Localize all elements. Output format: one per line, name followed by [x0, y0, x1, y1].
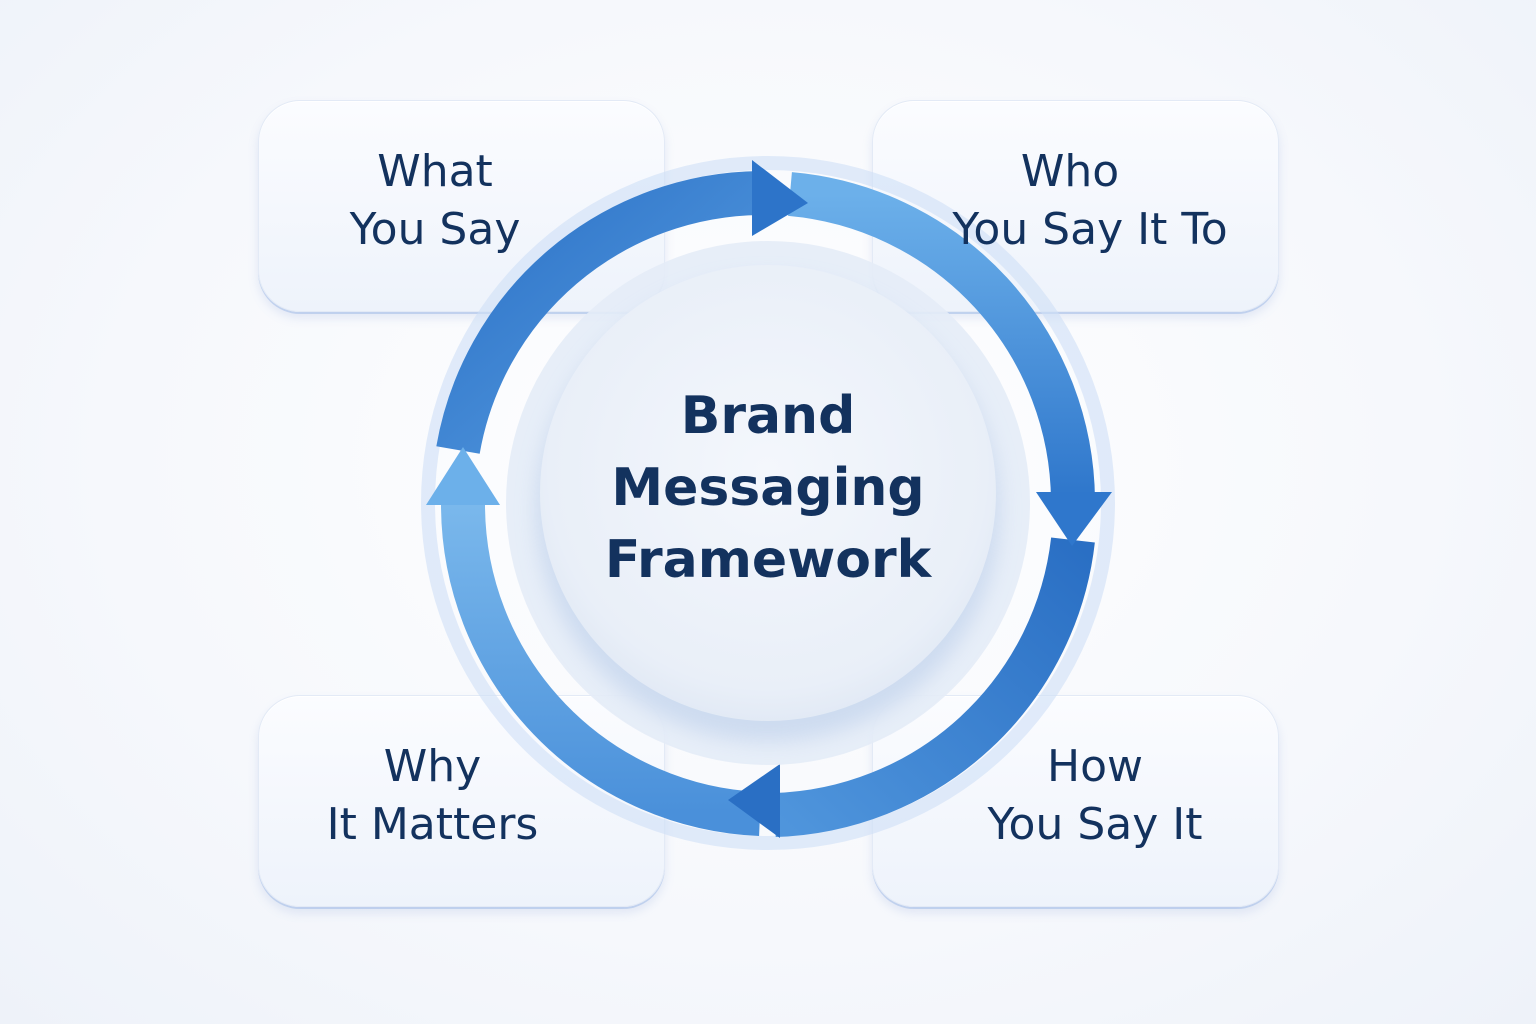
- card-who-line1: Who: [1020, 146, 1120, 197]
- ring-segment-bottom: [774, 537, 1095, 837]
- ring-segment-right: [788, 172, 1095, 501]
- arrow-top-icon: [752, 160, 808, 236]
- center-disc: [540, 265, 996, 721]
- card-why-line2: It Matters: [326, 799, 539, 850]
- card-how-line2: You Say It: [987, 799, 1203, 850]
- arrow-right-icon: [1036, 492, 1112, 546]
- center-title-line2: Messaging: [611, 458, 925, 518]
- card-why-it-matters-text: Why It Matters: [305, 738, 560, 854]
- ring-segment-left: [441, 504, 761, 836]
- card-why-line1: Why: [383, 741, 482, 792]
- center-title-line3: Framework: [604, 530, 932, 590]
- card-who-you-say-it-to-text: Who You Say It To: [940, 143, 1240, 259]
- ring-segment-top: [436, 171, 761, 454]
- center-title-line1: Brand: [680, 386, 856, 446]
- card-who-line2: You Say It To: [952, 204, 1228, 255]
- arrow-bottom-icon: [728, 764, 780, 838]
- card-what-you-say-line1: What: [377, 146, 493, 197]
- card-what-you-say-line2: You Say: [349, 204, 521, 255]
- card-what-you-say-text: What You Say: [310, 143, 560, 259]
- card-how-line1: How: [1047, 741, 1143, 792]
- card-how-you-say-it-text: How You Say It: [965, 738, 1225, 854]
- arrow-left-icon: [426, 447, 500, 505]
- center-title: Brand Messaging Framework: [568, 380, 968, 596]
